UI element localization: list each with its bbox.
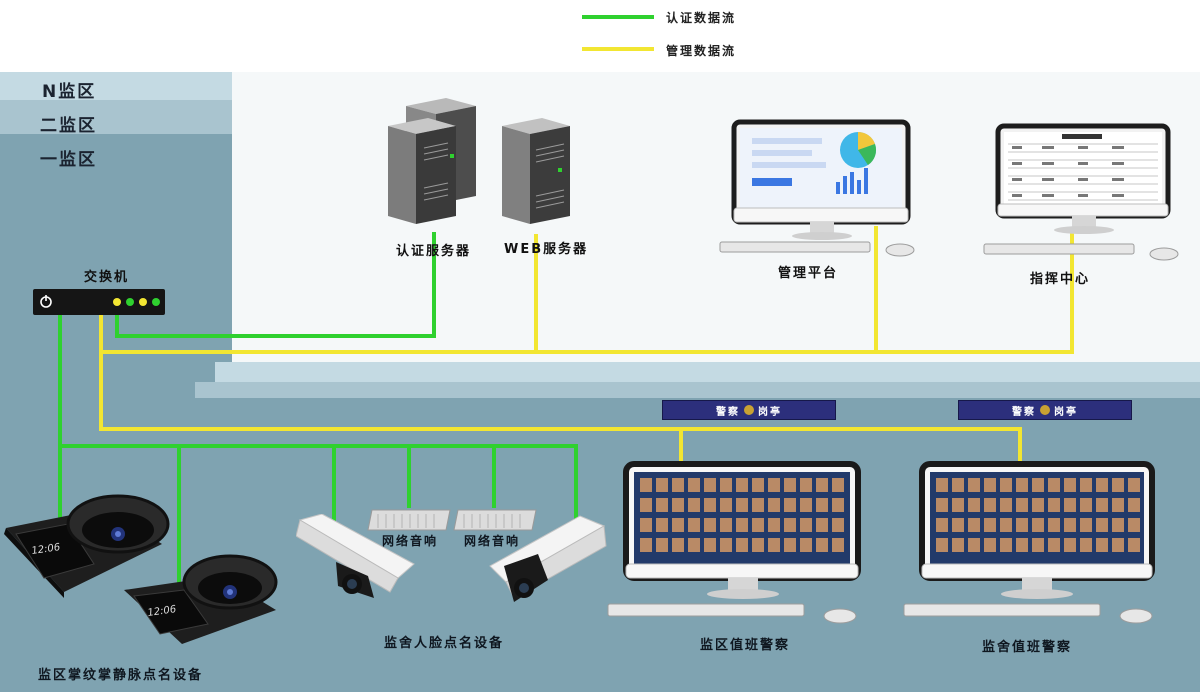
auth-link-server xyxy=(115,232,436,338)
auth-server-label: 认证服务器 xyxy=(396,244,472,259)
zone-1-label: 一监区 xyxy=(40,150,97,170)
speaker-1-icon xyxy=(367,509,451,531)
camera-1-icon xyxy=(296,514,415,598)
speaker-1-label: 网络音响 xyxy=(382,534,439,548)
keyboard-icon xyxy=(903,603,1101,617)
banner-1-right-text: 岗亭 xyxy=(758,406,782,418)
police-badge-icon xyxy=(1040,405,1050,415)
zone-2-label: 二监区 xyxy=(40,116,97,136)
palm-device-2-icon: 12:06 xyxy=(124,554,278,644)
keyboard-icon xyxy=(607,603,805,617)
zone-duty-monitor-icon xyxy=(607,461,861,624)
n-zone-step xyxy=(215,362,1200,382)
police-booth-banner-2: 警察 岗亭 xyxy=(958,400,1132,420)
web-server-icon xyxy=(502,118,570,224)
mouse-icon xyxy=(823,608,857,624)
mouse-icon xyxy=(885,243,915,257)
face-photo-grid xyxy=(640,478,844,552)
police-badge-icon xyxy=(744,405,754,415)
legend-swatches xyxy=(582,15,654,51)
command-center-icon xyxy=(983,123,1179,261)
mouse-icon xyxy=(1149,247,1179,261)
banner-2-left-text: 警察 xyxy=(1012,406,1036,418)
auth-link-devices xyxy=(58,315,578,530)
face-photo-grid xyxy=(936,478,1140,552)
palm-device-1-icon: 12:06 xyxy=(4,494,170,598)
speaker-2-label: 网络音响 xyxy=(464,534,521,548)
switch-label: 交换机 xyxy=(84,270,130,285)
server-room-area-top xyxy=(0,0,1200,72)
keyboard-icon xyxy=(719,241,871,253)
web-server-label: WEB服务器 xyxy=(504,242,589,257)
n-zone-label: N监区 xyxy=(42,82,97,102)
palm-devices-label: 监区掌纹掌静脉点名设备 xyxy=(38,668,204,683)
palm-device-2-screen-text: 12:06 xyxy=(147,604,177,619)
switch-led-1 xyxy=(113,298,121,306)
power-icon xyxy=(40,295,52,308)
mgmt-platform-label: 管理平台 xyxy=(778,266,839,281)
mgmt-link-duty xyxy=(99,352,1022,465)
dorm-duty-label: 监舍值班警察 xyxy=(982,640,1073,655)
mouse-icon xyxy=(1119,608,1153,624)
legend-mgmt-label: 管理数据流 xyxy=(666,44,737,58)
police-booth-banner-1: 警察 岗亭 xyxy=(662,400,836,420)
speaker-2-icon xyxy=(453,509,537,531)
legend-auth-label: 认证数据流 xyxy=(666,11,737,25)
camera-2-icon xyxy=(489,515,607,602)
keyboard-icon xyxy=(983,243,1135,255)
mgmt-link-backbone xyxy=(99,228,1074,354)
switch-led-2 xyxy=(126,298,134,306)
zone-duty-label: 监区值班警察 xyxy=(700,638,791,653)
palm-device-1-screen-text: 12:06 xyxy=(31,542,61,557)
mgmt-platform-icon xyxy=(719,119,915,257)
dorm-duty-monitor-icon xyxy=(903,461,1155,624)
switch-led-4 xyxy=(152,298,160,306)
switch-led-3 xyxy=(139,298,147,306)
command-center-label: 指挥中心 xyxy=(1030,272,1091,287)
banner-1-left-text: 警察 xyxy=(716,406,740,418)
zone-2-step xyxy=(195,382,1200,398)
banner-2-right-text: 岗亭 xyxy=(1054,406,1078,418)
auth-server-icon xyxy=(388,98,476,224)
switch-device xyxy=(33,289,165,315)
face-devices-label: 监舍人脸点名设备 xyxy=(384,636,505,651)
